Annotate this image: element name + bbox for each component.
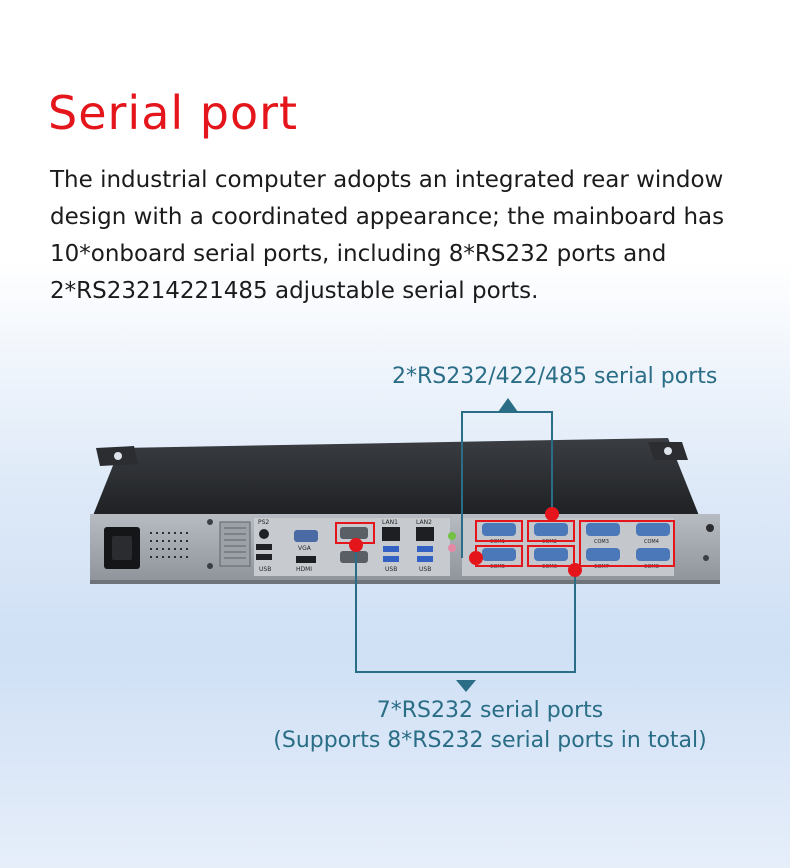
- highlight-box: [527, 545, 575, 567]
- ps2-label: PS2: [258, 519, 269, 526]
- arrow-up-icon: [498, 398, 518, 412]
- usb3-port-icon: [383, 556, 399, 562]
- serial-port-icon: [586, 548, 620, 561]
- usb-port-icon: [256, 554, 272, 560]
- callout-dot: [349, 538, 363, 552]
- lan2-label: LAN2: [416, 519, 432, 526]
- vga-label: VGA: [298, 545, 312, 552]
- hdmi-label: HDMI: [296, 566, 312, 573]
- audio-jack-icon: [448, 532, 456, 540]
- com-label: COM4: [644, 539, 659, 545]
- callout-bracket-bottom: [355, 545, 576, 673]
- serial-port-icon: [482, 523, 516, 536]
- callout-dot: [568, 563, 582, 577]
- screw-icon: [706, 524, 714, 532]
- serial-port-icon: [636, 523, 670, 536]
- highlight-box: [579, 520, 675, 567]
- callout-bottom-line1: 7*RS232 serial ports: [376, 698, 604, 723]
- usb-port-icon: [256, 544, 272, 550]
- lan-port-icon: [382, 527, 400, 541]
- usb3-port-icon: [417, 556, 433, 562]
- chassis-top: [92, 438, 700, 518]
- serial-port-icon: [586, 523, 620, 536]
- arrow-down-icon: [456, 680, 476, 692]
- com-label: COM3: [594, 539, 609, 545]
- serial-port-icon: [482, 548, 516, 561]
- usb-label: USB: [259, 566, 271, 573]
- vent-holes-icon: [150, 532, 188, 558]
- vga-port-icon: [294, 530, 318, 542]
- screw-icon: [703, 555, 709, 561]
- audio-jack-icon: [448, 544, 456, 552]
- callout-top-label: 2*RS232/422/485 serial ports: [392, 364, 718, 389]
- serial-port-icon: [534, 523, 568, 536]
- lan-port-icon: [416, 527, 434, 541]
- serial-port-icon: [340, 551, 368, 563]
- highlight-box: [527, 520, 575, 542]
- callout-bottom-line2: (Supports 8*RS232 serial ports in total): [273, 728, 707, 753]
- callout-bottom-label: 7*RS232 serial ports (Supports 8*RS232 s…: [230, 696, 750, 756]
- hdmi-port-icon: [296, 556, 316, 563]
- ps2-port-icon: [259, 529, 269, 539]
- highlight-box: [475, 520, 523, 542]
- callout-dot: [469, 551, 483, 565]
- usb-label-2: USB: [385, 566, 397, 573]
- description-text: The industrial computer adopts an integr…: [50, 167, 725, 304]
- usb3-port-icon: [383, 546, 399, 552]
- callout-dot: [545, 507, 559, 521]
- usb3-port-icon: [417, 546, 433, 552]
- rear-panel: PS2 USB VGA HDMI LAN1 USB LAN2 USB: [90, 514, 720, 584]
- page-title: Serial port: [48, 86, 299, 140]
- lan1-label: LAN1: [382, 519, 398, 526]
- serial-port-icon: [534, 548, 568, 561]
- serial-port-icon: [340, 527, 368, 539]
- usb-label-3: USB: [419, 566, 431, 573]
- serial-port-icon: [636, 548, 670, 561]
- callout-dots: [349, 507, 582, 577]
